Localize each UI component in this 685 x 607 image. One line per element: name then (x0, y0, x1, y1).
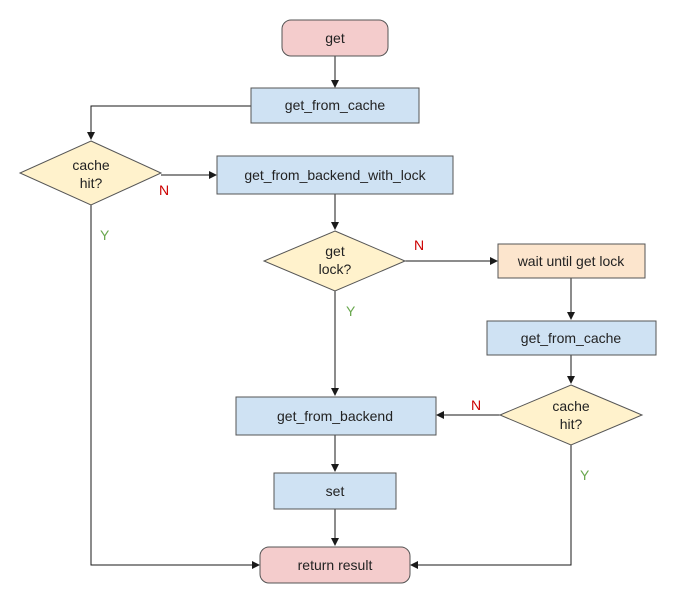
label-cache-hit-2-yes: Y (580, 467, 590, 483)
node-return-result: return result (259, 546, 411, 584)
label-get-lock-no: N (414, 237, 424, 253)
node-set: set (273, 472, 397, 510)
label-get-lock-yes: Y (346, 303, 356, 319)
edge-labels: N Y N Y N Y (100, 182, 590, 483)
node-cache-hit-2: cache hit? (498, 384, 644, 446)
node-get-lock-label-line2: lock? (319, 261, 352, 277)
node-cache-hit-1-label-line1: cache (72, 157, 110, 173)
node-return-result-label: return result (298, 557, 373, 573)
decision-shape (262, 230, 407, 292)
node-get-from-cache-2-label: get_from_cache (521, 330, 622, 346)
label-cache-hit-2-no: N (471, 397, 481, 413)
node-get-from-cache-1: get_from_cache (250, 87, 420, 124)
node-get-from-backend-with-lock: get_from_backend_with_lock (216, 155, 454, 195)
process-shape (486, 320, 657, 356)
terminal-shape (259, 546, 411, 584)
terminal-shape (281, 19, 389, 57)
label-cache-hit-1-yes: Y (100, 227, 110, 243)
process-shape (273, 472, 397, 510)
node-get-from-backend-with-lock-label: get_from_backend_with_lock (244, 167, 426, 183)
node-get-from-cache-1-label: get_from_cache (285, 97, 386, 113)
node-start: get (281, 19, 389, 57)
decision-shape (498, 384, 644, 446)
node-get-from-backend-label: get_from_backend (277, 408, 393, 424)
node-start-label: get (325, 30, 345, 46)
node-cache-hit-2-label-line2: hit? (560, 416, 583, 432)
edge-hit2-yes-to-return (410, 445, 572, 569)
node-get-lock: get lock? (262, 230, 407, 292)
decision-shape (18, 140, 163, 206)
node-get-from-backend: get_from_backend (235, 396, 437, 436)
edge-cache1-to-hit1 (87, 105, 251, 140)
process-shape (235, 396, 437, 436)
connectors (87, 56, 575, 569)
node-wait-until-get-lock: wait until get lock (497, 243, 646, 279)
wait-shape (497, 243, 646, 279)
node-set-label: set (326, 483, 345, 499)
process-shape (216, 155, 454, 195)
node-cache-hit-1: cache hit? (18, 140, 163, 206)
node-get-lock-label-line1: get (325, 243, 345, 259)
edge-hit1-yes-to-return (90, 205, 260, 569)
node-get-from-cache-2: get_from_cache (486, 320, 657, 356)
process-shape (250, 87, 420, 124)
node-cache-hit-1-label-line2: hit? (80, 175, 103, 191)
node-cache-hit-2-label-line1: cache (552, 398, 590, 414)
node-wait-until-get-lock-label: wait until get lock (517, 253, 626, 269)
label-cache-hit-1-no: N (159, 182, 169, 198)
